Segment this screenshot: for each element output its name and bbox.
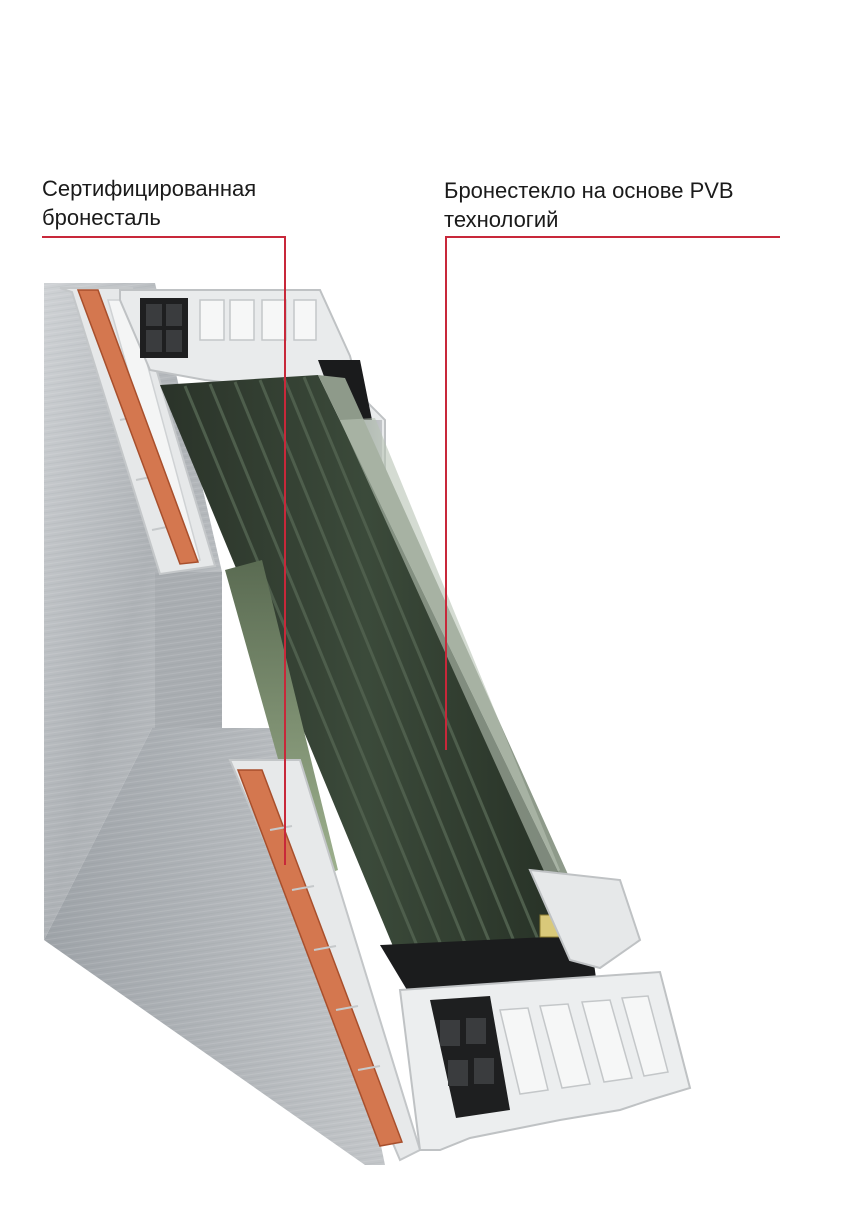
glass-callout-line2: технологий [444, 207, 559, 232]
steel-callout-line1: Сертифицированная [42, 176, 257, 201]
glass-callout-line1: Бронестекло на основе PVB [444, 178, 734, 203]
callout-leaders [42, 236, 780, 865]
armor-steel-lower [236, 769, 404, 1147]
glass-callout-label: Бронестекло на основе PVB технологий [444, 176, 734, 234]
glass-leader-line [445, 236, 780, 750]
steel-callout-line2: бронесталь [42, 205, 161, 230]
steel-leader-line [42, 236, 286, 865]
steel-callout-label: Сертифицированная бронесталь [42, 174, 256, 232]
armor-steel-upper [76, 289, 200, 565]
